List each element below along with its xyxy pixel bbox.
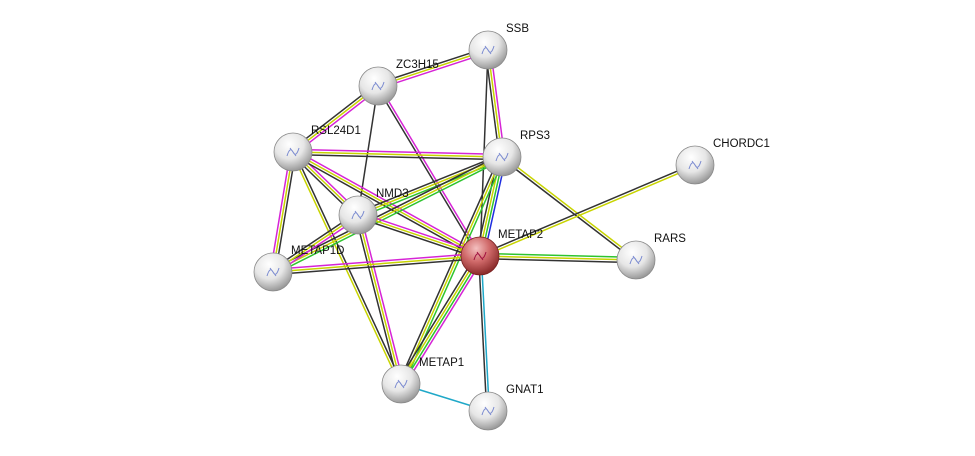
edge-evidence-coexpression <box>397 253 478 383</box>
protein-structure-icon <box>351 210 365 220</box>
edge-metap2-gnat1[interactable] <box>477 255 491 412</box>
protein-structure-icon <box>371 81 385 91</box>
node-zc3h15[interactable]: ZC3H15 <box>358 59 439 106</box>
node-metap2[interactable]: METAP2 <box>460 229 543 276</box>
node-label[interactable]: METAP1 <box>419 357 464 369</box>
edge-evidence-cooccurrence <box>480 255 491 411</box>
protein-structure-icon <box>286 147 300 157</box>
edge-evidence-textmining <box>292 151 503 158</box>
edge-evidence-textmining <box>272 156 503 273</box>
protein-structure-icon <box>481 45 495 55</box>
edge-rps3-metap1[interactable] <box>397 155 506 386</box>
node-ssb[interactable]: SSB <box>468 23 529 70</box>
edge-evidence-database <box>401 256 482 386</box>
edge-evidence-experiments <box>358 211 482 255</box>
protein-structure-icon <box>495 152 509 162</box>
edge-evidence-coexpression <box>479 257 636 264</box>
node-label[interactable]: NMD3 <box>376 188 409 200</box>
edge-evidence-textmining <box>502 155 638 260</box>
node-nmd3[interactable]: NMD3 <box>338 188 409 235</box>
node-label[interactable]: RPS3 <box>520 130 550 142</box>
edge-rsl24d1-metap1d[interactable] <box>269 151 297 273</box>
node-label[interactable]: RSL24D1 <box>311 125 361 137</box>
edge-evidence-database <box>273 158 504 275</box>
edge-evidence-experiments <box>272 252 480 271</box>
edge-evidence-textmining <box>357 214 481 257</box>
edge-evidence-coexpression <box>479 163 695 256</box>
node-label[interactable]: METAP1D <box>291 245 344 257</box>
edge-evidence-database <box>402 157 506 386</box>
node-gnat1[interactable]: GNAT1 <box>468 384 544 431</box>
edge-rsl24d1-rps3[interactable] <box>292 148 503 161</box>
edge-evidence-coexpression <box>356 153 502 214</box>
edge-nmd3-metap1[interactable] <box>354 214 405 385</box>
edge-evidence-coexpression <box>376 46 488 85</box>
edge-evidence-textmining <box>400 156 503 385</box>
node-metap1d[interactable]: METAP1D <box>253 245 344 292</box>
edge-evidence-experiments <box>293 148 503 156</box>
edge-evidence-experiments <box>378 84 482 256</box>
node-rars[interactable]: RARS <box>616 233 686 280</box>
edge-metap2-rars[interactable] <box>479 252 637 264</box>
protein-structure-icon <box>629 255 643 265</box>
edge-evidence-coexpression <box>292 153 502 161</box>
edge-nmd3-metap2[interactable] <box>356 211 482 260</box>
edge-evidence-coexpression <box>356 216 480 260</box>
edge-evidence-textmining <box>480 165 696 258</box>
edge-evidence-experiments <box>293 149 482 255</box>
node-rsl24d1[interactable]: RSL24D1 <box>273 125 361 172</box>
protein-structure-icon <box>394 379 408 389</box>
edge-evidence-database <box>480 252 637 259</box>
edge-rps3-rars[interactable] <box>500 155 638 262</box>
edge-evidence-experiments <box>269 151 292 272</box>
node-label[interactable]: METAP2 <box>498 229 543 241</box>
node-label[interactable]: ZC3H15 <box>396 59 439 71</box>
node-label[interactable]: CHORDC1 <box>713 138 770 150</box>
edge-evidence-experiments <box>403 257 484 387</box>
edge-evidence-textmining <box>357 214 402 385</box>
edge-evidence-coexpression <box>293 151 403 384</box>
node-chordc1[interactable]: CHORDC1 <box>675 138 770 185</box>
edge-evidence-coexpression <box>397 155 501 384</box>
node-label[interactable]: RARS <box>654 233 686 245</box>
edge-evidence-experiments <box>378 51 490 90</box>
edge-chordc1-metap2[interactable] <box>479 163 696 258</box>
protein-structure-icon <box>266 267 280 277</box>
node-label[interactable]: SSB <box>506 23 529 35</box>
edge-evidence-textmining <box>272 151 294 273</box>
node-label[interactable]: GNAT1 <box>506 384 544 396</box>
edge-evidence-coexpression <box>273 257 481 276</box>
node-metap1[interactable]: METAP1 <box>381 357 464 404</box>
edge-evidence-coexpression <box>354 215 400 385</box>
edge-metap2-metap1[interactable] <box>397 253 484 387</box>
edge-evidence-coexpression <box>376 86 480 258</box>
edge-evidence-coexpression <box>477 256 488 412</box>
edge-evidence-experiments <box>359 214 405 384</box>
edge-evidence-textmining <box>399 254 480 384</box>
protein-structure-icon <box>688 160 702 170</box>
edge-metap1d-metap2[interactable] <box>272 252 481 276</box>
protein-structure-icon <box>481 406 495 416</box>
edge-zc3h15-metap2[interactable] <box>376 84 482 258</box>
edge-evidence-textmining <box>479 255 637 261</box>
edge-evidence-coexpression <box>500 157 636 262</box>
node-rps3[interactable]: RPS3 <box>482 130 550 177</box>
edge-evidence-coexpression <box>274 152 297 273</box>
edge-rsl24d1-metap1[interactable] <box>291 151 403 385</box>
edge-evidence-textmining <box>272 255 481 273</box>
protein-structure-icon <box>473 251 487 261</box>
